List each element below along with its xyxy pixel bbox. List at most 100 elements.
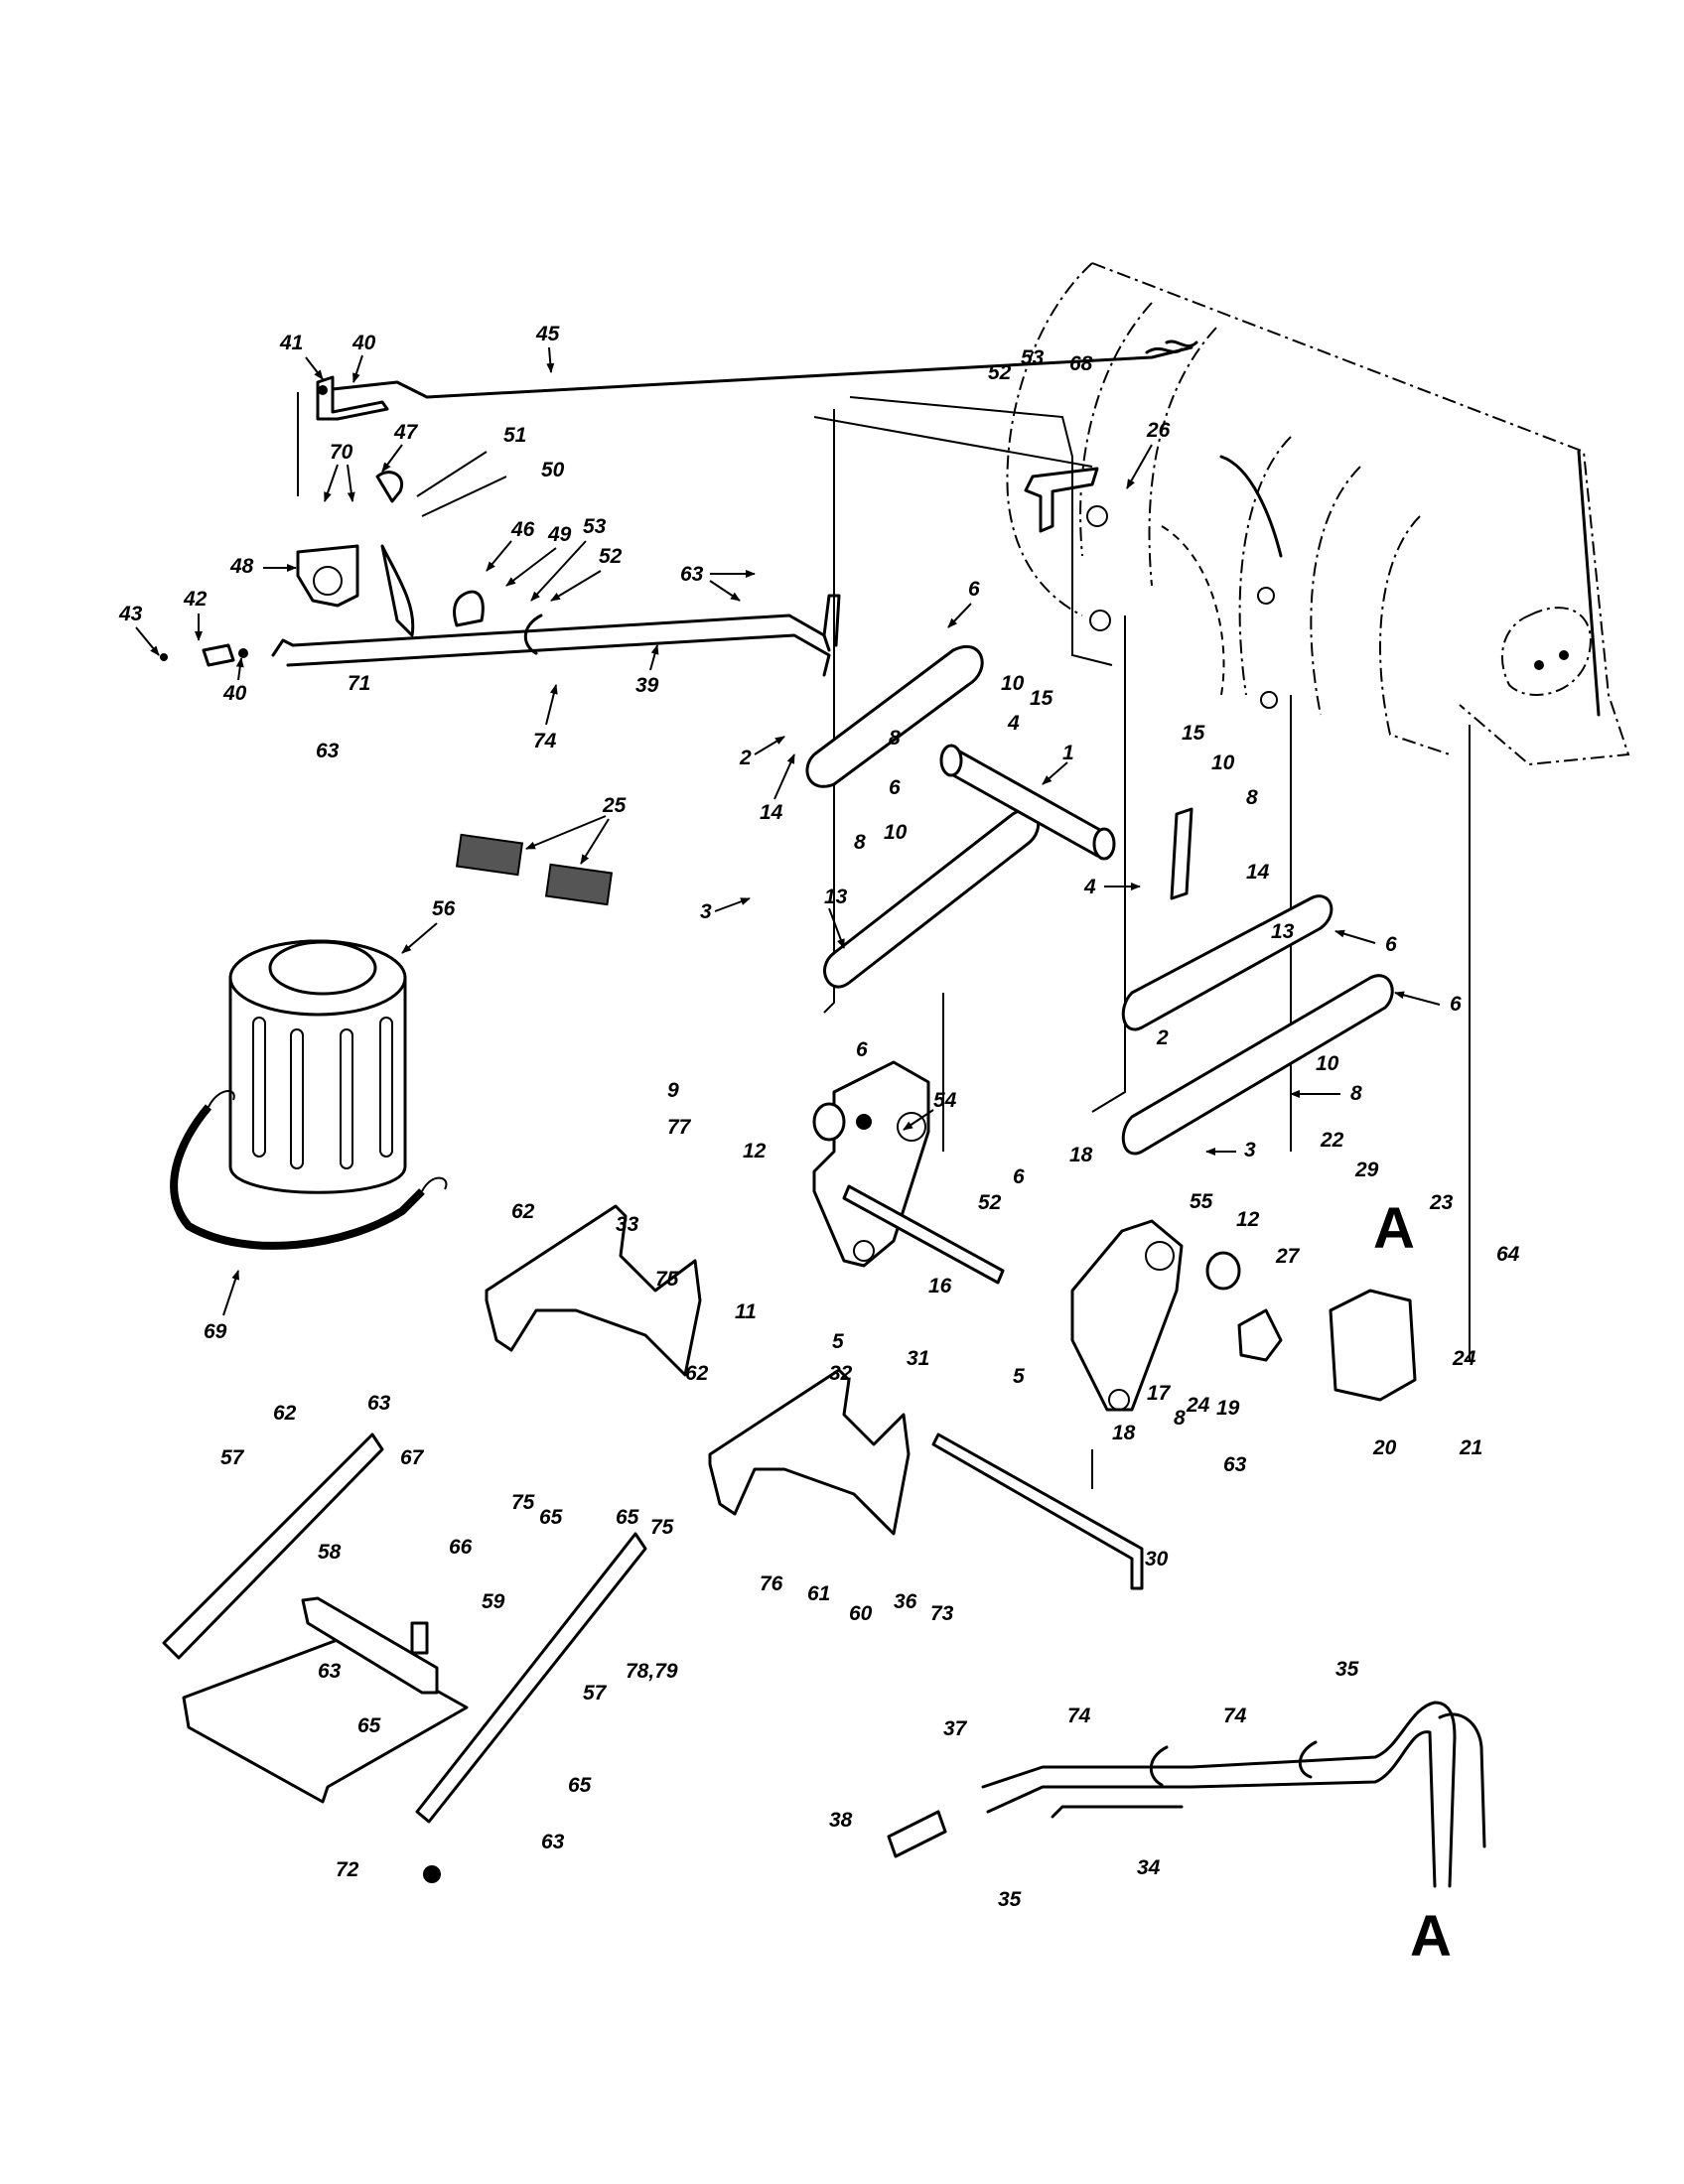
frame-arm-left	[162, 1433, 384, 1660]
callout-4a: 4	[1007, 712, 1020, 735]
callout-6e: 6	[856, 1038, 868, 1061]
callout-6c: 6	[1385, 933, 1397, 956]
callout-23: 23	[1429, 1191, 1454, 1214]
callout-24b: 24	[1452, 1347, 1476, 1370]
callout-31: 31	[907, 1347, 929, 1370]
callout-62a: 62	[511, 1200, 535, 1223]
callout-43: 43	[118, 603, 143, 625]
callout-8d: 8	[1350, 1082, 1362, 1105]
cover	[228, 939, 407, 1194]
callout-65c: 65	[357, 1714, 381, 1737]
callout-60: 60	[849, 1602, 873, 1625]
callout-2b: 2	[1156, 1026, 1169, 1049]
callout-3a: 3	[700, 900, 712, 923]
callout-52c: 52	[978, 1191, 1002, 1214]
bolt-66	[410, 1621, 429, 1655]
callout-14b: 14	[1246, 861, 1270, 884]
callout-3b: 3	[1244, 1139, 1256, 1161]
callout-6a: 6	[968, 578, 980, 601]
callout-52: 52	[599, 545, 623, 568]
callout-8b: 8	[854, 831, 866, 854]
mount-bracket-32	[708, 1368, 911, 1536]
decals	[455, 833, 614, 906]
callout-62c: 62	[273, 1402, 297, 1425]
callout-34: 34	[1137, 1856, 1161, 1879]
callout-75a: 75	[655, 1268, 679, 1291]
callout-52b: 52	[988, 361, 1012, 384]
callout-42: 42	[183, 588, 208, 611]
callout-76: 76	[760, 1572, 783, 1595]
lift-bar	[271, 614, 831, 677]
callout-57b: 57	[583, 1682, 608, 1705]
callout-54: 54	[933, 1089, 957, 1112]
auger-housing	[1006, 262, 1630, 766]
callout-41: 41	[279, 332, 303, 354]
callout-63f: 63	[541, 1831, 565, 1853]
callout-77: 77	[667, 1116, 692, 1139]
callout-6d: 6	[1450, 993, 1462, 1016]
callout-18a: 18	[1069, 1144, 1093, 1166]
reference-marker-a-top: A	[1373, 1196, 1415, 1261]
lever-assembly	[296, 375, 507, 637]
callout-20: 20	[1372, 1436, 1397, 1459]
callout-9: 9	[667, 1079, 679, 1102]
callout-30: 30	[1145, 1548, 1169, 1570]
callout-47: 47	[393, 421, 419, 444]
callout-8e: 8	[1174, 1407, 1186, 1430]
callout-51: 51	[503, 424, 526, 447]
callout-58: 58	[318, 1541, 342, 1564]
retaining-ring-2	[1298, 1740, 1318, 1779]
callout-40b: 40	[222, 682, 247, 705]
control-cable	[1051, 1712, 1486, 1848]
callout-33: 33	[616, 1213, 639, 1236]
callout-32: 32	[829, 1362, 853, 1385]
callout-13a: 13	[824, 886, 848, 908]
callout-69: 69	[204, 1320, 227, 1343]
callout-16: 16	[928, 1275, 952, 1297]
callout-63b: 63	[680, 563, 704, 586]
reference-marker-a-bottom: A	[1410, 1904, 1452, 1969]
callout-10d: 10	[1316, 1052, 1339, 1075]
callout-48: 48	[229, 555, 254, 578]
callout-1: 1	[1062, 742, 1074, 764]
handle-grip-38	[887, 1810, 947, 1858]
frame-crossbar	[301, 1596, 439, 1695]
rod-16	[842, 1184, 1005, 1285]
callout-36: 36	[894, 1590, 917, 1613]
frame-arm-right	[415, 1532, 647, 1824]
latch-bracket	[1329, 1289, 1417, 1402]
rod-30	[931, 1433, 1144, 1590]
callout-74c: 74	[1223, 1705, 1247, 1727]
callout-56: 56	[432, 897, 456, 920]
callout-50: 50	[541, 459, 565, 481]
callout-61: 61	[807, 1582, 830, 1605]
lift-rod	[331, 345, 1193, 399]
callout-74b: 74	[1067, 1705, 1091, 1727]
callout-24a: 24	[1186, 1394, 1210, 1417]
callout-57a: 57	[220, 1446, 245, 1469]
callout-65a: 65	[539, 1506, 563, 1529]
callout-63c: 63	[1223, 1453, 1247, 1476]
callout-4b: 4	[1083, 876, 1096, 898]
callout-7879: 78,79	[626, 1660, 678, 1683]
callout-55: 55	[1190, 1190, 1213, 1213]
callout-70: 70	[330, 441, 353, 464]
mount-bracket-33	[485, 1204, 702, 1377]
callout-59: 59	[482, 1590, 505, 1613]
callout-8c: 8	[1246, 786, 1258, 809]
callout-29: 29	[1354, 1159, 1379, 1181]
callout-6b: 6	[889, 776, 901, 799]
callout-10a: 10	[1001, 672, 1025, 695]
handle-tube	[981, 1701, 1457, 1888]
callout-65b: 65	[616, 1506, 639, 1529]
callout-18b: 18	[1112, 1422, 1136, 1444]
callout-75c: 75	[650, 1516, 674, 1539]
callout-8a: 8	[889, 727, 901, 750]
retaining-ring-3	[523, 614, 543, 655]
callout-63d: 63	[367, 1392, 391, 1415]
callout-35b: 35	[998, 1888, 1022, 1911]
callout-49: 49	[547, 523, 572, 546]
callout-6f: 6	[1013, 1165, 1025, 1188]
callout-46: 46	[510, 518, 535, 541]
